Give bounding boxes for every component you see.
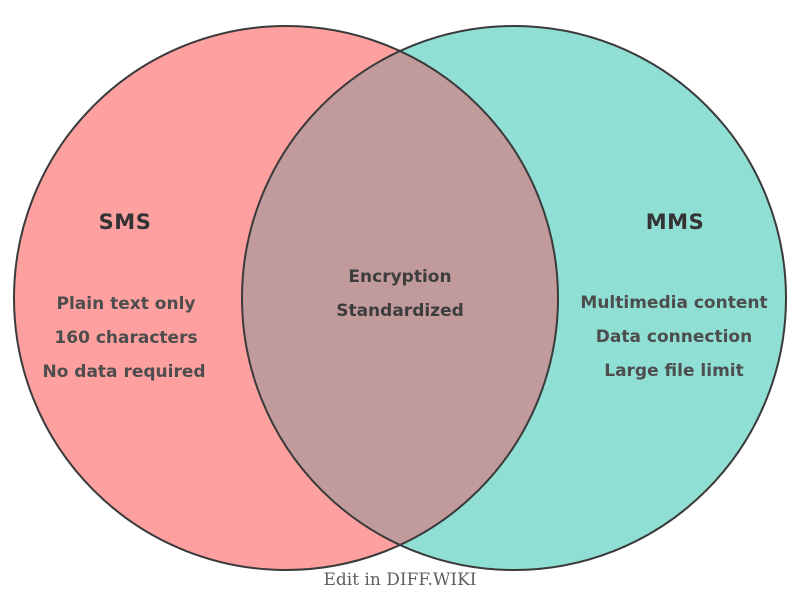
edit-in-diffwiki-link[interactable]: Edit in DIFF.WIKI bbox=[323, 570, 477, 590]
right-set-title: MMS bbox=[645, 210, 705, 234]
right-circle-outline bbox=[241, 25, 787, 571]
left-set-item: No data required bbox=[42, 362, 206, 382]
overlap-item: Standardized bbox=[336, 301, 464, 321]
left-set-title: SMS bbox=[98, 210, 152, 234]
overlap-fill bbox=[242, 26, 558, 570]
overlap-item: Encryption bbox=[348, 267, 452, 287]
left-set-item: Plain text only bbox=[56, 294, 196, 314]
right-set-item: Large file limit bbox=[604, 361, 744, 381]
right-set-item: Multimedia content bbox=[580, 293, 768, 313]
left-circle-outline bbox=[13, 25, 559, 571]
left-set-item: 160 characters bbox=[54, 328, 198, 348]
right-set-item: Data connection bbox=[595, 327, 753, 347]
